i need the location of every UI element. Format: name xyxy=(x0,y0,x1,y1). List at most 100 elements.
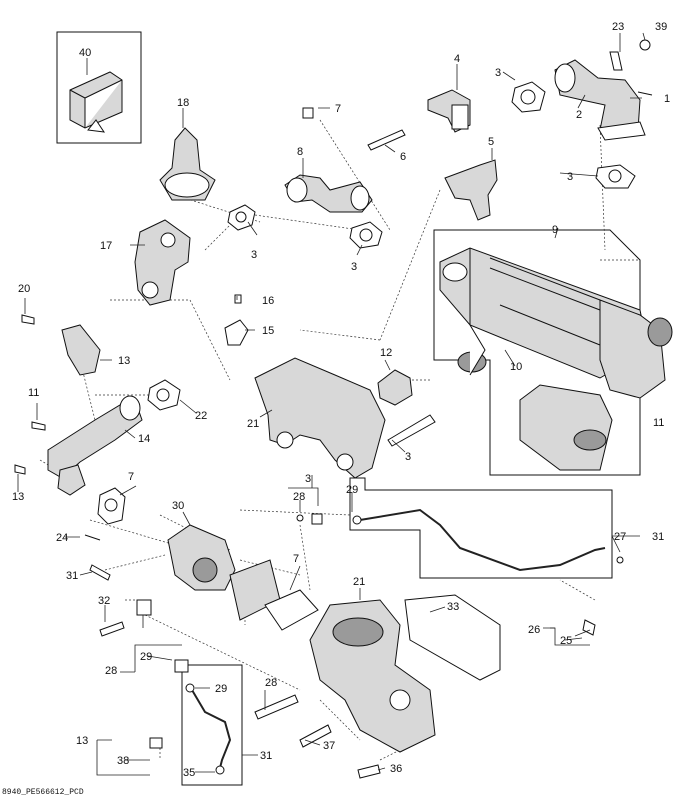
callout-20: 20 xyxy=(18,283,30,295)
callout-29-left: 29 xyxy=(140,651,152,663)
callout-9: 9 xyxy=(552,224,558,236)
fitting-31-upper xyxy=(185,683,195,693)
callout-35: 37 xyxy=(323,740,335,752)
callout-31-right: 27 xyxy=(614,531,626,543)
callout-30: 31 xyxy=(652,531,664,543)
bolt-23 xyxy=(609,51,623,71)
tube-30 xyxy=(359,508,606,572)
callout-22: 14 xyxy=(138,433,150,445)
callout-10: 10 xyxy=(510,361,522,373)
drawing-code: 8940_PE566612_PCD xyxy=(2,788,84,797)
callout-24: 30 xyxy=(172,500,184,512)
washer-29-mid xyxy=(296,514,304,522)
callout-11: 11 xyxy=(653,417,664,429)
part-17-valve xyxy=(134,219,191,306)
callout-40: 40 xyxy=(79,47,91,59)
part-5-bracket xyxy=(444,159,498,221)
part-18-actuator xyxy=(159,127,216,201)
box-cooler-assembly xyxy=(433,229,641,476)
bolt-7-top xyxy=(302,107,314,119)
callout-3-right: 3 xyxy=(567,171,573,183)
callout-31-upper: 29 xyxy=(215,683,227,695)
part-36 xyxy=(149,737,163,749)
callout-5: 5 xyxy=(488,136,494,148)
bracket-28-left xyxy=(134,644,182,672)
callout-21-top: 11 xyxy=(28,387,39,399)
part-13-bracket xyxy=(61,324,101,376)
bolt-6 xyxy=(367,129,406,151)
callout-23: 23 xyxy=(612,21,624,33)
bracket-38 xyxy=(96,740,150,776)
callout-12: 12 xyxy=(380,347,392,359)
callout-28-left: 28 xyxy=(105,665,117,677)
part-25-spacer xyxy=(136,599,152,616)
callout-2: 2 xyxy=(576,109,582,121)
bolt-21-lower xyxy=(89,564,111,581)
part-15-clip xyxy=(224,319,249,346)
tube-37 xyxy=(191,689,232,769)
bracket-28-mid xyxy=(288,487,319,506)
callout-34: 36 xyxy=(390,763,402,775)
part-14-bracket xyxy=(254,357,386,479)
fitting-31-lower xyxy=(215,765,225,775)
callout-1-top: 1 xyxy=(664,93,670,105)
bolt-20 xyxy=(21,314,35,325)
callout-39: 39 xyxy=(655,21,667,33)
box-part-40 xyxy=(56,31,142,144)
fitting-31-right xyxy=(616,556,624,564)
gasket-32 xyxy=(404,594,501,681)
part-12-sleeve xyxy=(377,369,413,406)
callout-38: 13 xyxy=(76,735,88,747)
bolt-16 xyxy=(234,294,242,304)
callout-3-left: 22 xyxy=(195,410,207,422)
callout-31-top: 29 xyxy=(346,484,358,496)
callout-37: 31 xyxy=(260,750,272,762)
bolt-13-mid xyxy=(387,414,436,447)
fitting-28-left xyxy=(174,659,189,673)
gasket-3 xyxy=(97,81,636,525)
exploded-lines xyxy=(39,119,640,761)
callout-7: 7 xyxy=(335,103,341,115)
part-8-elbow xyxy=(284,174,373,213)
callout-6: 6 xyxy=(400,151,406,163)
bolt-26 xyxy=(99,621,125,637)
callout-14: 21 xyxy=(247,418,259,430)
bolt-13-lower xyxy=(254,694,299,720)
callout-7-lower: 24 xyxy=(56,532,68,544)
callout-18: 18 xyxy=(177,97,189,109)
callout-32: 33 xyxy=(447,601,459,613)
part-24-throttle xyxy=(167,524,281,621)
fitting-28-mid xyxy=(311,513,323,525)
bolt-1 xyxy=(637,91,653,96)
nut-39 xyxy=(639,39,651,51)
bolt-35 xyxy=(299,724,332,748)
part-11-bracket xyxy=(519,384,613,471)
callout-13-lower: 28 xyxy=(265,677,277,689)
callout-15: 15 xyxy=(262,325,274,337)
callout-27: 7 xyxy=(293,553,299,565)
callout-3-mid: 3 xyxy=(251,249,257,261)
fitting-31-left xyxy=(352,515,362,525)
callout-8: 8 xyxy=(297,146,303,158)
callout-26: 32 xyxy=(98,595,110,607)
callout-4: 4 xyxy=(454,53,460,65)
part-10-egr-cooler xyxy=(439,247,673,399)
callout-36: 38 xyxy=(117,755,129,767)
bolt-7-left xyxy=(14,464,26,475)
part-4-heat-shield xyxy=(427,89,471,133)
gasket-27 xyxy=(264,589,319,631)
callout-13-mid: 3 xyxy=(405,451,411,463)
callout-29-mid: 28 xyxy=(293,491,305,503)
callout-13-left: 13 xyxy=(118,355,130,367)
bolt-34 xyxy=(357,764,381,779)
callout-33: 21 xyxy=(353,576,365,588)
callout-28-right: 26 xyxy=(528,624,540,636)
part-33-housing xyxy=(309,599,436,753)
part-2-elbow xyxy=(554,59,646,141)
callout-16: 16 xyxy=(262,295,274,307)
part-22-pipe xyxy=(47,395,143,496)
box-tube-30 xyxy=(349,477,613,579)
callout-31-lower: 35 xyxy=(183,767,195,779)
